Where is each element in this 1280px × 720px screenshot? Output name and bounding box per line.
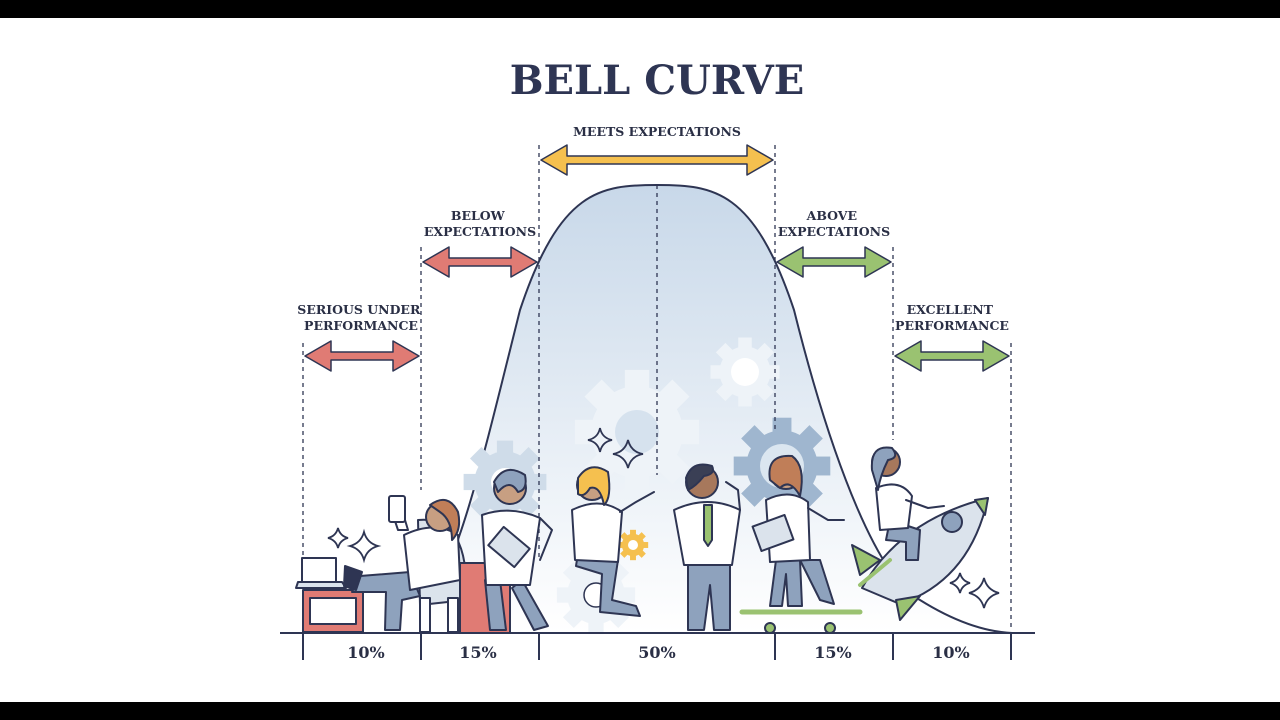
- segment-label-meets-expectations: MEETS EXPECTATIONS: [573, 124, 741, 139]
- segment-label-below-expectations: BELOW EXPECTATIONS: [424, 208, 536, 239]
- axis-baseline: [280, 632, 1035, 660]
- percent-label-below-expectations: 15%: [459, 643, 496, 662]
- segment-label-serious-under-performance: SERIOUS UNDER PERFORMANCE: [297, 302, 424, 333]
- percent-label-meets-expectations: 50%: [638, 643, 675, 662]
- percent-label-above-expectations: 15%: [814, 643, 851, 662]
- segment-dividers: [302, 145, 1012, 630]
- infographic-canvas: BELL CURVE: [0, 18, 1280, 702]
- diagram-title: BELL CURVE: [510, 57, 805, 104]
- person-thinking-icon: [673, 463, 741, 631]
- bell-curve-fill: [420, 185, 1012, 633]
- person-riding-rocket-icon: [851, 446, 989, 621]
- sparkle-icons: [327, 427, 1000, 609]
- person-on-phone-sitting-icon: [343, 495, 468, 633]
- segment-label-excellent-performance: EXCELLENT PERFORMANCE: [895, 302, 1009, 333]
- person-pointing-icon: [571, 466, 655, 617]
- segment-range-arrows: [304, 144, 1010, 372]
- range-arrow-excellent-performance: [894, 340, 1010, 372]
- bell-curve-diagram: BELL CURVE: [280, 57, 1035, 662]
- desk-with-laptop-icon: [295, 557, 364, 633]
- range-arrow-above-expectations: [776, 246, 892, 278]
- percent-label-excellent-performance: 10%: [932, 643, 969, 662]
- range-arrow-meets-expectations: [540, 144, 774, 176]
- percent-label-serious-under-performance: 10%: [347, 643, 384, 662]
- range-arrow-below-expectations: [422, 246, 538, 278]
- person-on-skateboard-icon: [739, 454, 863, 634]
- range-arrow-serious-under-performance: [304, 340, 420, 372]
- person-carrying-tablet-icon: [481, 468, 553, 631]
- segment-label-above-expectations: ABOVE EXPECTATIONS: [778, 208, 890, 239]
